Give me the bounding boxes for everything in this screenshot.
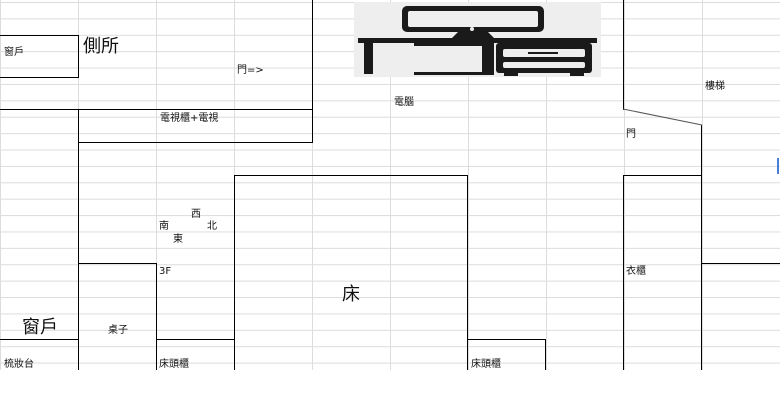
window-bottom-label: 窗戶 xyxy=(22,317,58,338)
spreadsheet-grid[interactable]: 窗戶 側所 門=> 電腦 樓梯 電視櫃+電視 門 西 南 北 東 3F 床 衣櫃… xyxy=(0,0,780,370)
closet-wall-top xyxy=(701,263,780,264)
door-wall xyxy=(701,125,702,175)
floor-label: 3F xyxy=(159,266,172,277)
computer-label: 電腦 xyxy=(394,97,414,108)
bottom-blank-area xyxy=(0,370,780,403)
toilet-wall-right xyxy=(312,0,313,142)
tv-cabinet-label: 電視櫃+電視 xyxy=(160,113,219,124)
nightstand-right-area xyxy=(467,339,546,370)
door-label: 門 xyxy=(626,129,636,140)
dresser-wall-top xyxy=(0,339,79,340)
door-swing-line xyxy=(623,108,703,126)
nightstand-right-label: 床頭櫃 xyxy=(471,359,501,370)
nightstand-left-wall-top xyxy=(156,339,235,340)
window-top-label: 窗戶 xyxy=(4,47,24,58)
compass-north-label: 北 xyxy=(207,221,217,232)
compass-west-label: 西 xyxy=(191,209,201,220)
wardrobe-wall-top xyxy=(623,175,702,176)
stairs-wall xyxy=(623,0,624,110)
wardrobe-label: 衣櫃 xyxy=(626,266,646,277)
desk-area xyxy=(78,263,157,370)
wardrobe-wall-left xyxy=(623,175,624,370)
bed-label: 床 xyxy=(342,284,360,305)
tv-cabinet-icon xyxy=(354,2,601,77)
desk-label: 桌子 xyxy=(108,325,128,336)
cell-cursor-mark xyxy=(777,158,779,174)
toilet-wall-bottom xyxy=(0,109,79,110)
toilet-label: 側所 xyxy=(83,36,119,57)
compass-east-label: 東 xyxy=(173,234,183,245)
left-wall xyxy=(78,109,79,370)
window-top-cell xyxy=(0,35,79,78)
stairs-label: 樓梯 xyxy=(705,81,725,92)
door-arrow-label: 門=> xyxy=(237,65,264,76)
wardrobe-wall-right xyxy=(701,175,702,370)
bed-area xyxy=(234,175,468,370)
nightstand-left-label: 床頭櫃 xyxy=(159,359,189,370)
dresser-label: 梳妝台 xyxy=(4,359,34,370)
compass-south-label: 南 xyxy=(159,221,169,232)
